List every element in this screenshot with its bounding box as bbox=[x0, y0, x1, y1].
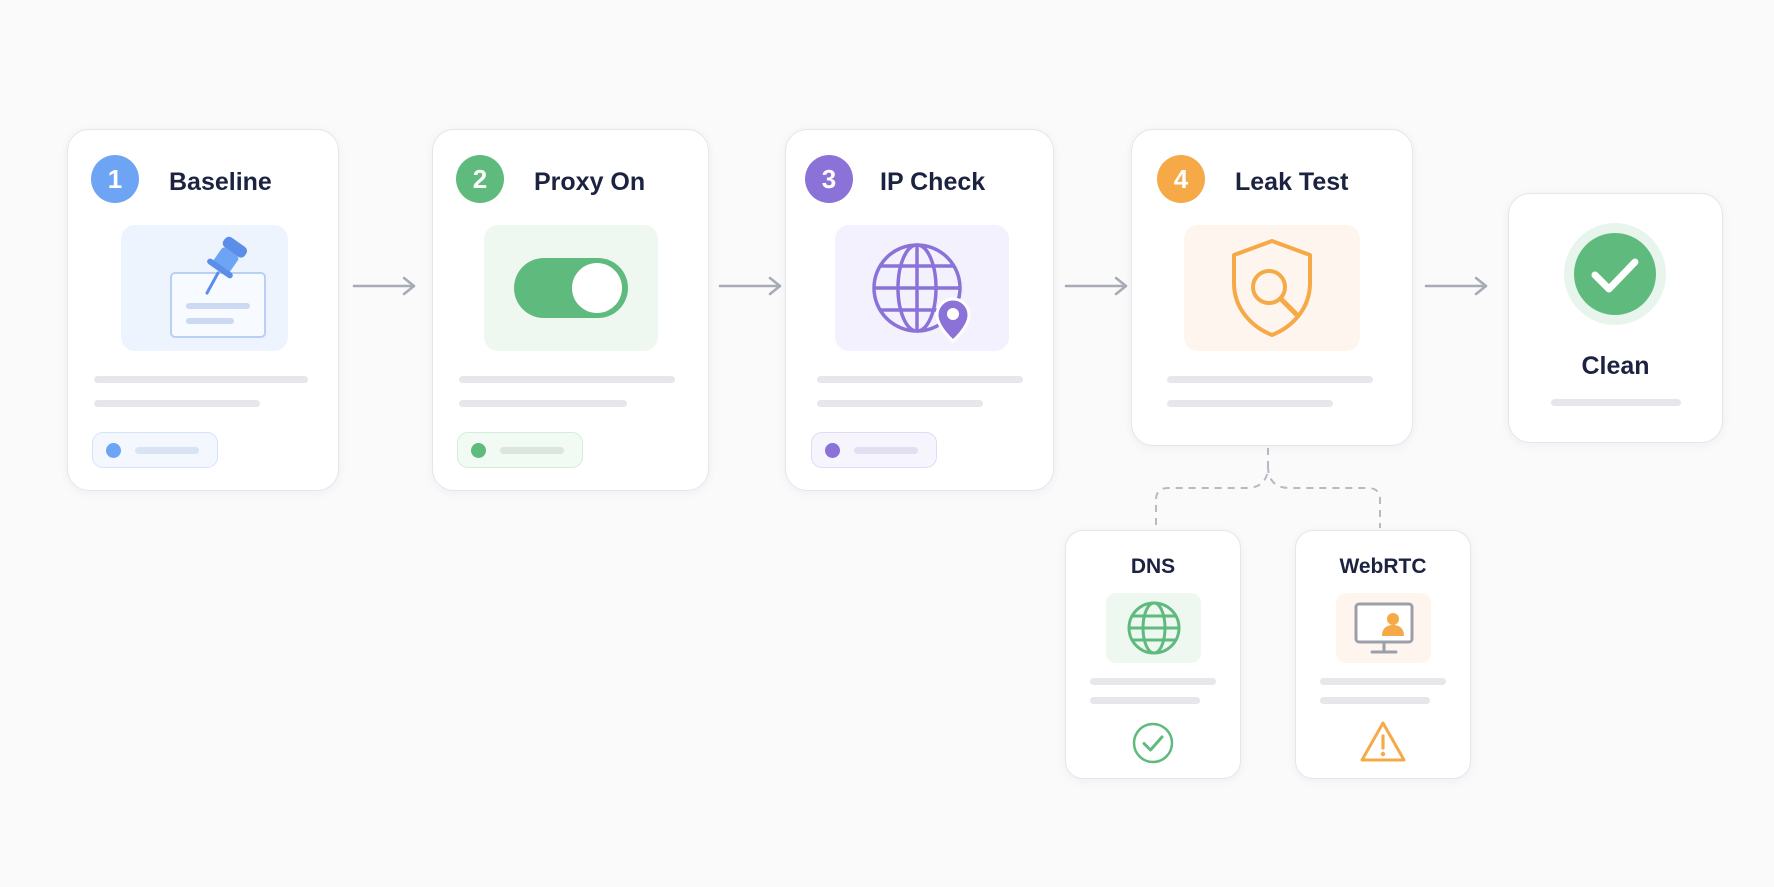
step-illustration-tile bbox=[484, 225, 658, 351]
status-dot bbox=[106, 443, 121, 458]
text-placeholder-line bbox=[817, 400, 983, 407]
subtest-illustration-tile bbox=[1106, 593, 1201, 663]
step-number-badge: 1 bbox=[91, 155, 139, 203]
text-placeholder-line bbox=[1551, 399, 1681, 406]
step-card-proxy-on[interactable]: 2 Proxy On bbox=[432, 129, 709, 491]
step-title: Proxy On bbox=[534, 168, 646, 196]
subtest-title: DNS bbox=[1130, 555, 1176, 578]
status-pill bbox=[92, 432, 218, 468]
arrow-4-to-result bbox=[1424, 276, 1488, 296]
text-placeholder-line bbox=[94, 376, 308, 383]
status-pill bbox=[811, 432, 937, 468]
step-illustration-tile bbox=[835, 225, 1009, 351]
arrow-1-to-2 bbox=[352, 276, 416, 296]
step-illustration-tile bbox=[1184, 225, 1360, 351]
text-placeholder-line bbox=[1167, 376, 1373, 383]
text-placeholder-line bbox=[1167, 400, 1333, 407]
step-title: IP Check bbox=[880, 168, 986, 196]
step-number-badge: 3 bbox=[805, 155, 853, 203]
text-placeholder-line bbox=[817, 376, 1023, 383]
shield-search-icon bbox=[1232, 239, 1312, 337]
check-circle-icon bbox=[1132, 722, 1174, 764]
text-placeholder-line bbox=[459, 376, 675, 383]
pushpin-note-icon bbox=[169, 236, 266, 338]
warning-triangle-icon bbox=[1360, 721, 1406, 762]
arrow-3-to-4 bbox=[1064, 276, 1128, 296]
text-placeholder-line bbox=[1090, 678, 1216, 685]
arrow-2-to-3 bbox=[718, 276, 782, 296]
toggle-switch-icon bbox=[514, 258, 628, 318]
step-card-ip-check[interactable]: 3 IP Check bbox=[785, 129, 1054, 491]
subtest-card-dns[interactable]: DNS bbox=[1065, 530, 1241, 779]
globe-location-icon bbox=[872, 243, 971, 343]
status-dot bbox=[825, 443, 840, 458]
text-placeholder-line bbox=[94, 400, 260, 407]
step-title: Leak Test bbox=[1235, 168, 1349, 196]
status-dot bbox=[471, 443, 486, 458]
result-card-clean[interactable]: Clean bbox=[1508, 193, 1723, 443]
step-title: Baseline bbox=[169, 168, 272, 196]
step-number-badge: 2 bbox=[456, 155, 504, 203]
check-circle-icon bbox=[1564, 223, 1666, 325]
step-number-badge: 4 bbox=[1157, 155, 1205, 203]
text-placeholder-line bbox=[459, 400, 627, 407]
step-card-baseline[interactable]: 1 Baseline bbox=[67, 129, 339, 491]
subtest-card-webrtc[interactable]: WebRTC bbox=[1295, 530, 1471, 779]
text-placeholder-line bbox=[1320, 697, 1430, 704]
status-pill bbox=[457, 432, 583, 468]
subtest-illustration-tile bbox=[1336, 593, 1431, 663]
subtest-title: WebRTC bbox=[1339, 555, 1427, 578]
monitor-user-icon bbox=[1354, 602, 1413, 654]
text-placeholder-line bbox=[1090, 697, 1200, 704]
step-illustration-tile bbox=[121, 225, 288, 351]
text-placeholder-line bbox=[1320, 678, 1446, 685]
step-card-leak-test[interactable]: 4 Leak Test bbox=[1131, 129, 1413, 446]
globe-icon bbox=[1127, 601, 1180, 655]
result-title: Clean bbox=[1581, 352, 1650, 380]
